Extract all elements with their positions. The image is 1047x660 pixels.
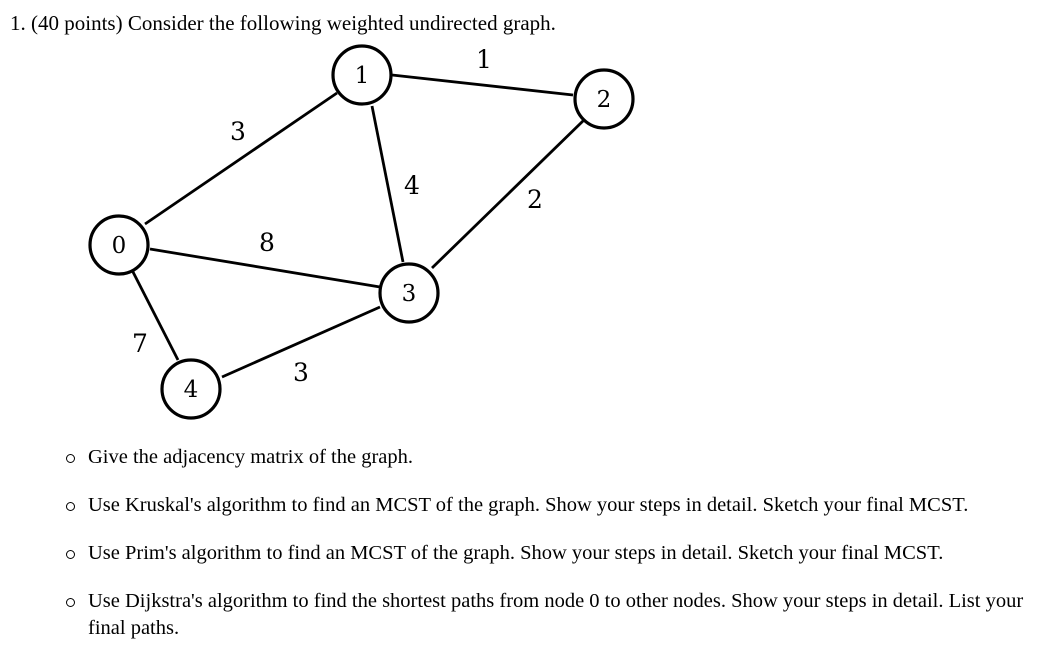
task-list: Give the adjacency matrix of the graph. …	[66, 442, 1041, 642]
task-text: Give the adjacency matrix of the graph.	[88, 446, 414, 468]
edge-weight-0-3: 8	[259, 228, 275, 257]
edge-2-3	[431, 118, 585, 270]
graph-node-2: 2	[573, 68, 635, 130]
hollow-bullet-icon	[66, 550, 75, 559]
edge-0-4	[130, 269, 180, 361]
graph-node-4: 4	[160, 358, 222, 420]
edge-weight-1-2: 1	[476, 45, 492, 74]
task-text: Use Dijkstra's algorithm to find the sho…	[88, 590, 1024, 639]
question-heading: 1. (40 points) Consider the following we…	[10, 9, 556, 37]
hollow-bullet-icon	[66, 502, 75, 511]
hollow-bullet-icon	[66, 454, 75, 463]
node-label-1: 1	[355, 63, 370, 89]
edge-weight-2-3: 2	[527, 185, 543, 214]
node-label-4: 4	[184, 377, 199, 403]
question-text: (40 points) Consider the following weigh…	[31, 11, 556, 35]
node-label-0: 0	[112, 233, 127, 259]
edge-1-2	[391, 73, 574, 97]
edge-weight-1-3: 4	[404, 171, 420, 200]
graph-node-0: 0	[88, 214, 150, 276]
edge-4-3	[221, 305, 381, 379]
task-text: Use Prim's algorithm to find an MCST of …	[88, 542, 944, 564]
question-number: 1.	[10, 11, 26, 35]
graph-node-1: 1	[331, 44, 393, 106]
edge-1-3	[370, 105, 405, 263]
node-label-2: 2	[597, 87, 612, 113]
edge-weight-4-3: 3	[293, 358, 309, 387]
graph-node-3: 3	[378, 262, 440, 324]
weighted-graph-diagram: 1 3 4 2 8 7 3 0 1 2 3 4	[88, 44, 635, 420]
task-item-prim: Use Prim's algorithm to find an MCST of …	[66, 540, 1041, 567]
edge-weight-0-1: 3	[230, 117, 246, 146]
task-item-adjacency-matrix: Give the adjacency matrix of the graph.	[66, 444, 1041, 471]
task-text: Use Kruskal's algorithm to find an MCST …	[88, 494, 969, 516]
hollow-bullet-icon	[66, 598, 75, 607]
edge-weight-0-4: 7	[132, 329, 148, 358]
edge-0-1	[144, 91, 338, 226]
task-item-kruskal: Use Kruskal's algorithm to find an MCST …	[66, 492, 1041, 519]
task-item-dijkstra: Use Dijkstra's algorithm to find the sho…	[66, 588, 1041, 642]
edge-0-3	[149, 247, 381, 289]
node-label-3: 3	[402, 281, 417, 307]
